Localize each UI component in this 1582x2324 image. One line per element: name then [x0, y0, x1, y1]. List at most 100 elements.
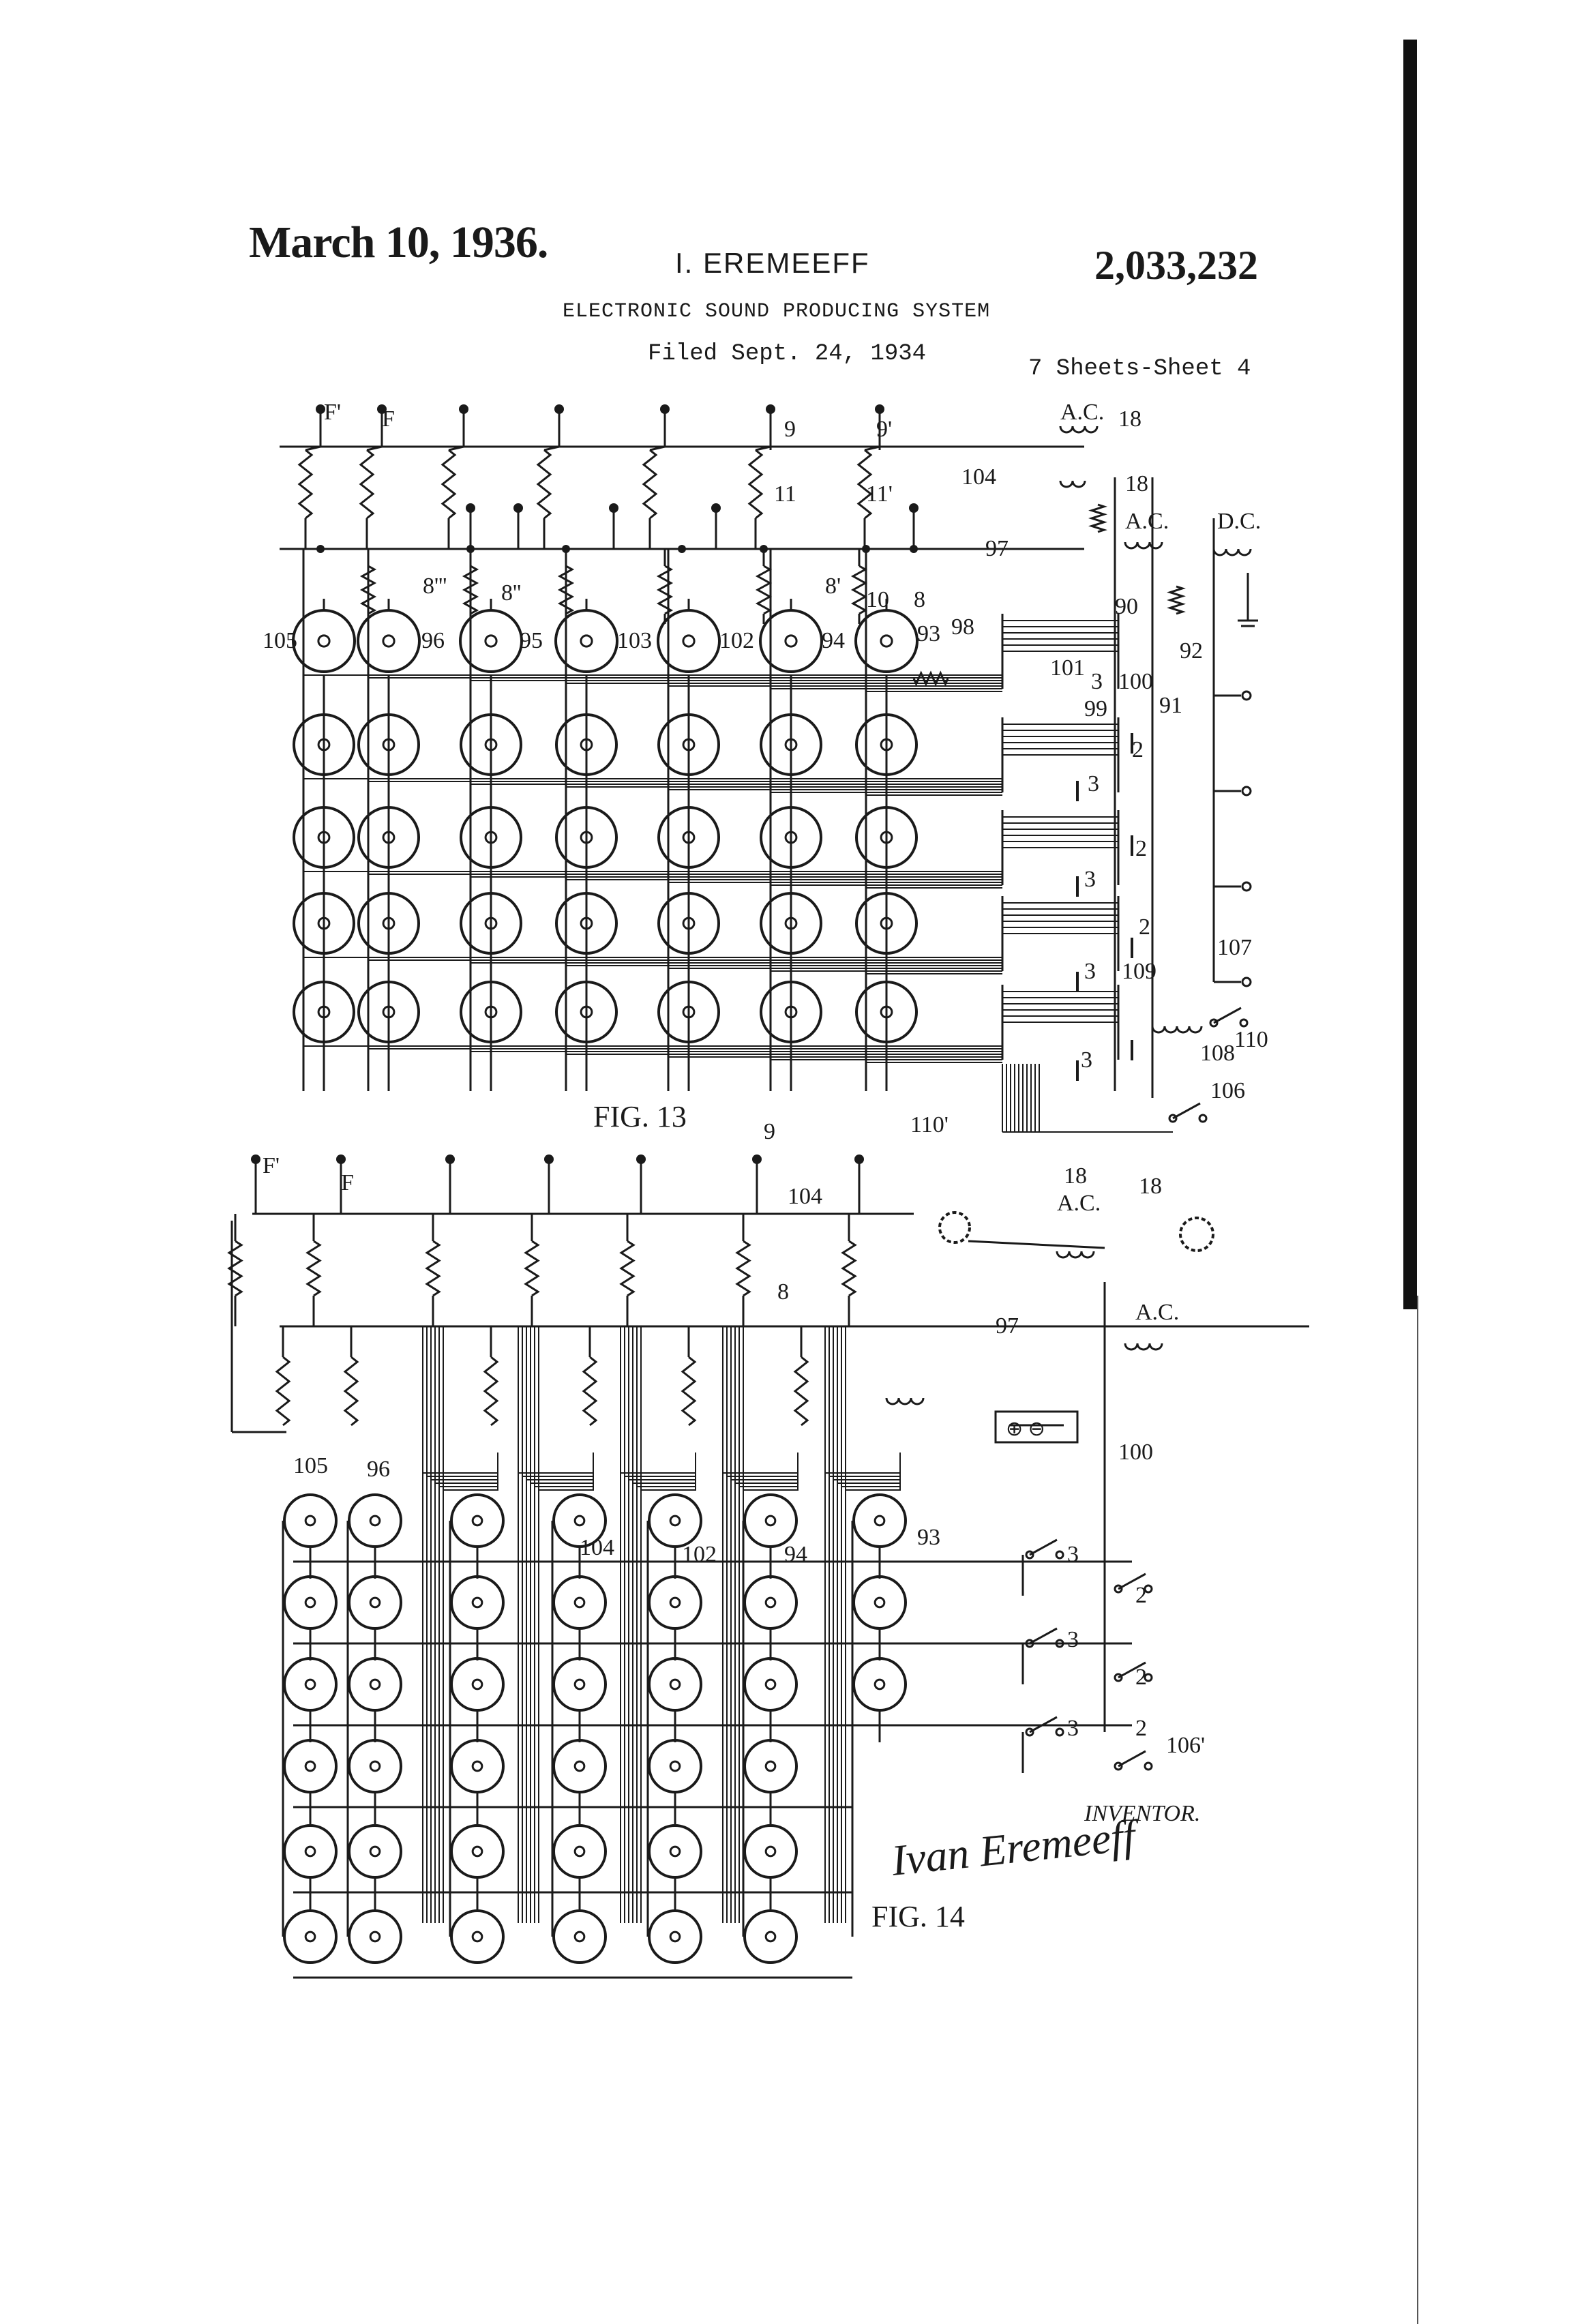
battery-symbol: ⊕ ⊖ — [1006, 1418, 1045, 1440]
tube-symbol — [283, 1824, 338, 1879]
circuit-line — [305, 445, 321, 451]
fig13-label: 3 — [1084, 959, 1096, 984]
tube-electrode — [471, 1931, 483, 1943]
switch-blade — [1029, 1627, 1058, 1645]
tube-electrode — [874, 1515, 886, 1527]
tube-electrode — [304, 1596, 316, 1609]
tube-envelope — [743, 1909, 798, 1964]
tube-electrode — [471, 1845, 483, 1858]
resistor-symbol — [305, 1240, 322, 1297]
relay-switch-2 — [1114, 1661, 1153, 1682]
tube-symbol — [450, 1493, 505, 1548]
transformer-coil — [1212, 548, 1252, 556]
fig13-label: 3 — [1088, 771, 1099, 796]
tube-symbol — [648, 1739, 702, 1793]
tube-electrode — [669, 1596, 681, 1609]
fig14-label: 105 — [293, 1453, 328, 1478]
tube-electrode — [304, 1931, 316, 1943]
tube-symbol — [348, 1824, 402, 1879]
switch-contact — [1209, 1018, 1219, 1028]
switch-contact — [1239, 1018, 1249, 1028]
junction-dot — [909, 503, 919, 513]
relay-switch-2 — [1114, 1573, 1153, 1594]
fig13-label: 8' — [825, 573, 841, 599]
tube-symbol — [450, 1824, 505, 1879]
tube-electrode — [369, 1596, 381, 1609]
transformer-coil — [1059, 480, 1086, 488]
fig13-label: 9 — [784, 417, 796, 442]
transformer-coil — [1124, 1343, 1163, 1351]
tube-electrode — [369, 1678, 381, 1690]
switch-contact — [1144, 1584, 1153, 1594]
scan-edge-rule — [1417, 1296, 1418, 2324]
fig13-label: 110 — [1234, 1027, 1268, 1052]
fig13-label: 99 — [1084, 696, 1107, 721]
tube-electrode — [669, 1931, 681, 1943]
junction-dot — [513, 503, 523, 513]
tube-electrode — [573, 1760, 586, 1772]
fig13-label: 101 — [1050, 655, 1085, 681]
fig14-label: F' — [263, 1153, 280, 1178]
fig13-label: F' — [324, 400, 341, 425]
fig13-label: 3 — [1081, 1047, 1092, 1073]
tube-electrode — [304, 1678, 316, 1690]
fig14-label: 104 — [580, 1535, 614, 1560]
tube-envelope — [348, 1493, 402, 1548]
tube-electrode — [573, 1596, 586, 1609]
patent-title: ELECTRONIC SOUND PRODUCING SYSTEM — [563, 300, 991, 323]
fig14-label: 100 — [1118, 1440, 1153, 1465]
fig13-label: 3 — [1091, 669, 1103, 694]
switch-contact — [1114, 1761, 1123, 1771]
terminal-dot — [316, 404, 325, 414]
fig13-label: 96 — [421, 628, 445, 653]
resistor-symbol — [425, 1240, 441, 1297]
fig14-label: 94 — [784, 1542, 807, 1567]
tube-electrode — [573, 1931, 586, 1943]
switch-blade — [1029, 1716, 1058, 1733]
fig13-label: A.C. — [1060, 400, 1104, 425]
fig14-label: 3 — [1067, 1627, 1079, 1652]
signature: Ivan Eremeeff — [889, 1811, 1143, 1885]
tube-envelope — [743, 1493, 798, 1548]
junction-dot — [711, 503, 721, 513]
resistor-symbol — [735, 1240, 751, 1297]
junction-dot — [678, 545, 686, 553]
relay-switch-3 — [1025, 1716, 1064, 1737]
tube-symbol — [743, 1824, 798, 1879]
tube-symbol — [283, 1909, 338, 1964]
fig14-label: 96 — [367, 1457, 390, 1482]
fig13-label: 103 — [617, 628, 652, 653]
switch-110 — [1209, 1007, 1249, 1028]
fig13-label: 18 — [1118, 406, 1141, 432]
circuit-line — [366, 445, 383, 451]
terminal-dot — [377, 404, 387, 414]
tube-envelope — [552, 1657, 607, 1712]
terminal-dot — [854, 1154, 864, 1164]
tube-envelope — [450, 1909, 505, 1964]
tube-symbol — [743, 1493, 798, 1548]
tube-symbol — [348, 1657, 402, 1712]
resistor-symbol — [656, 565, 674, 615]
tube-envelope — [450, 1824, 505, 1879]
tube-electrode — [573, 1515, 586, 1527]
tube-symbol — [348, 1575, 402, 1630]
fig13-caption: FIG. 13 — [593, 1100, 687, 1133]
tube-electrode — [369, 1845, 381, 1858]
fig13-label: 105 — [263, 628, 297, 653]
tube-envelope — [450, 1739, 505, 1793]
tube-electrode — [764, 1845, 777, 1858]
tube-symbol — [552, 1824, 607, 1879]
resistor-symbol — [582, 1356, 598, 1427]
tube-electrode — [764, 1515, 777, 1527]
switch-contact — [1114, 1673, 1123, 1682]
filing-date: Filed Sept. 24, 1934 — [648, 341, 927, 367]
terminal-dot — [445, 1154, 455, 1164]
fig13-label: 97 — [985, 536, 1009, 561]
transformer-coil — [1124, 541, 1163, 550]
tube-envelope — [348, 1575, 402, 1630]
tube-electrode — [304, 1760, 316, 1772]
resistor-symbol — [1167, 585, 1186, 615]
fig13-label: 8 — [914, 587, 925, 612]
tube-symbol — [348, 1739, 402, 1793]
terminal-dot — [544, 1154, 554, 1164]
